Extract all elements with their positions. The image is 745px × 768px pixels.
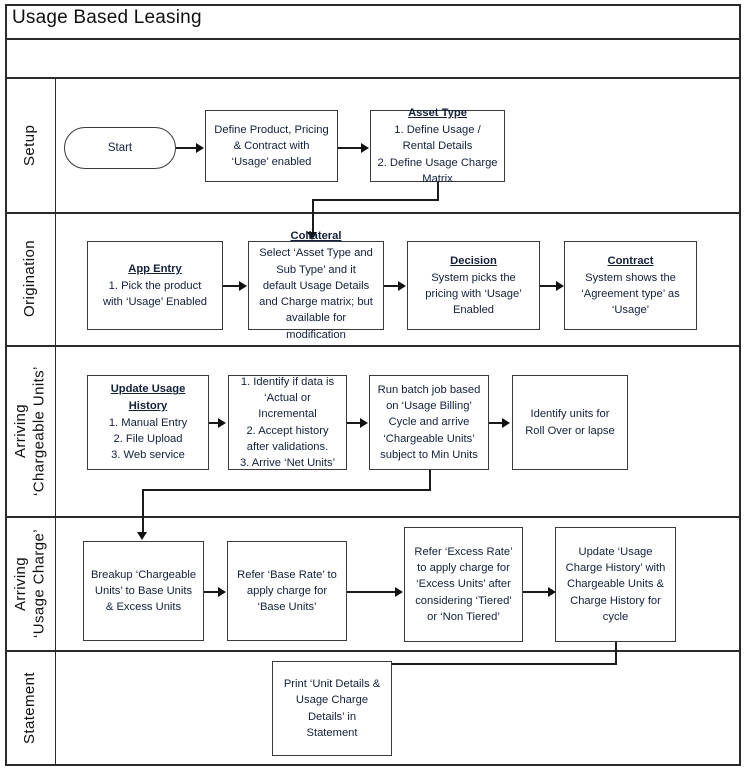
lane-label-origination: Origination: [21, 240, 39, 318]
node-run-batch-job[interactable]: Run batch job based on ‘Usage Billing’ C…: [369, 375, 489, 470]
node-identify-rollover-body: Identify units for Roll Over or lapse: [525, 408, 615, 437]
node-update-charge-history[interactable]: Update ‘Usage Charge History’ with Charg…: [555, 527, 676, 642]
node-update-usage-history-header: Update Usage History: [110, 383, 186, 412]
node-contract-body: System shows the ‘Agreement type’ as ‘Us…: [581, 271, 680, 317]
arrowhead-runbatch-to-breakup: [137, 532, 147, 540]
arrowhead-breakup-to-baserate: [218, 587, 226, 597]
node-identify-data[interactable]: 1. Identify if data is ‘Actual or Increm…: [228, 375, 347, 470]
node-breakup-units[interactable]: Breakup ‘Chargeable Units’ to Base Units…: [83, 541, 204, 641]
node-print-statement[interactable]: Print ‘Unit Details & Usage Charge Detai…: [272, 661, 392, 756]
node-start[interactable]: Start: [64, 127, 176, 169]
node-asset-type[interactable]: Asset Type 1. Define Usage / Rental Deta…: [370, 107, 505, 185]
node-collateral-body: Select ‘Asset Type and Sub Type’ and it …: [259, 247, 373, 341]
node-refer-base-rate-body: Refer ‘Base Rate’ to apply charge for ‘B…: [237, 568, 337, 614]
arrowhead-baserate-to-excessrate: [395, 587, 403, 597]
connector-assettype-down-2: [312, 199, 314, 234]
page-title: Usage Based Leasing: [12, 7, 202, 28]
lane-divider-usagecharge-statement: [5, 650, 741, 652]
node-identify-rollover[interactable]: Identify units for Roll Over or lapse: [512, 375, 628, 470]
lane-label-statement: Statement: [21, 672, 39, 744]
lane-label-usage-charge: Arriving ‘Usage Charge’: [11, 529, 48, 638]
connector-identifydata-to-runbatch: [347, 422, 360, 424]
node-refer-excess-rate-body: Refer ‘Excess Rate’ to apply charge for …: [414, 545, 513, 623]
node-define-product-body: Define Product, Pricing & Contract with …: [214, 123, 329, 169]
lane-divider-origination-chargeable: [5, 345, 741, 347]
connector-runbatch-down-1: [429, 470, 431, 490]
node-refer-excess-rate[interactable]: Refer ‘Excess Rate’ to apply charge for …: [404, 527, 523, 642]
connector-define-product-to-asset-type: [338, 147, 361, 149]
node-update-charge-history-body: Update ‘Usage Charge History’ with Charg…: [565, 545, 666, 623]
arrowhead-runbatch-to-identifyrollover: [502, 418, 510, 428]
arrowhead-appentry-to-collateral: [239, 281, 247, 291]
connector-breakup-to-baserate: [204, 591, 218, 593]
connector-appentry-to-collateral: [223, 285, 239, 287]
diagram-outer-border: [5, 4, 741, 766]
connector-updatecharge-down-1: [615, 642, 617, 664]
connector-excessrate-to-updatehistory: [523, 591, 548, 593]
node-print-statement-body: Print ‘Unit Details & Usage Charge Detai…: [283, 678, 381, 739]
node-app-entry-header: App Entry: [128, 262, 182, 275]
connector-runbatch-to-identifyrollover: [489, 422, 502, 424]
arrowhead-collateral-to-decision: [398, 281, 406, 291]
node-decision-header: Decision: [450, 254, 497, 267]
node-collateral-header: Collateral: [290, 230, 342, 243]
node-start-label: Start: [107, 142, 133, 154]
arrowhead-start-to-define-product: [196, 143, 204, 153]
arrowhead-identifydata-to-runbatch: [360, 418, 368, 428]
lane-label-setup: Setup: [21, 124, 39, 166]
node-contract-header: Contract: [607, 254, 654, 267]
connector-collateral-to-decision: [384, 285, 398, 287]
arrowhead-excessrate-to-updatehistory: [548, 587, 556, 597]
lane-label-column-separator: [55, 77, 56, 765]
arrowhead-assettype-to-collateral: [307, 232, 317, 240]
connector-assettype-left: [312, 199, 439, 201]
node-asset-type-body: 1. Define Usage / Rental Details 2. Defi…: [377, 124, 498, 185]
arrowhead-decision-to-contract: [556, 281, 564, 291]
node-asset-type-header: Asset Type: [408, 106, 467, 119]
node-update-usage-history-body: 1. Manual Entry 2. File Upload 3. Web se…: [108, 416, 188, 462]
lane-divider-setup-origination: [5, 212, 741, 214]
node-update-usage-history[interactable]: Update Usage History 1. Manual Entry 2. …: [87, 375, 209, 470]
arrowhead-updatehistory-to-identifydata: [218, 418, 226, 428]
connector-runbatch-down-2: [142, 489, 144, 534]
node-app-entry-body: 1. Pick the product with ‘Usage’ Enabled: [102, 279, 208, 309]
node-refer-base-rate[interactable]: Refer ‘Base Rate’ to apply charge for ‘B…: [227, 541, 347, 641]
lane-label-chargeable-units: Arriving ‘Chargeable Units’: [11, 366, 48, 496]
node-define-product[interactable]: Define Product, Pricing & Contract with …: [205, 110, 338, 182]
title-divider: [5, 38, 741, 40]
node-run-batch-job-body: Run batch job based on ‘Usage Billing’ C…: [377, 383, 481, 461]
node-contract[interactable]: Contract System shows the ‘Agreement typ…: [564, 241, 697, 330]
connector-baserate-to-excessrate: [347, 591, 395, 593]
node-breakup-units-body: Breakup ‘Chargeable Units’ to Base Units…: [90, 568, 197, 614]
node-decision-body: System picks the pricing with ‘Usage’ En…: [425, 271, 522, 317]
node-collateral[interactable]: Collateral Select ‘Asset Type and Sub Ty…: [248, 230, 384, 341]
connector-runbatch-left: [142, 489, 431, 491]
node-identify-data-body: 1. Identify if data is ‘Actual or Increm…: [239, 375, 336, 469]
connector-start-to-define-product: [176, 147, 196, 149]
connector-updatecharge-left: [332, 663, 617, 665]
spacer-divider: [5, 77, 741, 79]
connector-decision-to-contract: [540, 285, 556, 287]
node-decision[interactable]: Decision System picks the pricing with ‘…: [407, 241, 540, 330]
connector-assettype-down-1: [437, 182, 439, 200]
lane-divider-chargeable-usagecharge: [5, 516, 741, 518]
arrowhead-define-product-to-asset-type: [361, 143, 369, 153]
node-app-entry[interactable]: App Entry 1. Pick the product with ‘Usag…: [87, 241, 223, 330]
connector-updatehistory-to-identifydata: [209, 422, 218, 424]
